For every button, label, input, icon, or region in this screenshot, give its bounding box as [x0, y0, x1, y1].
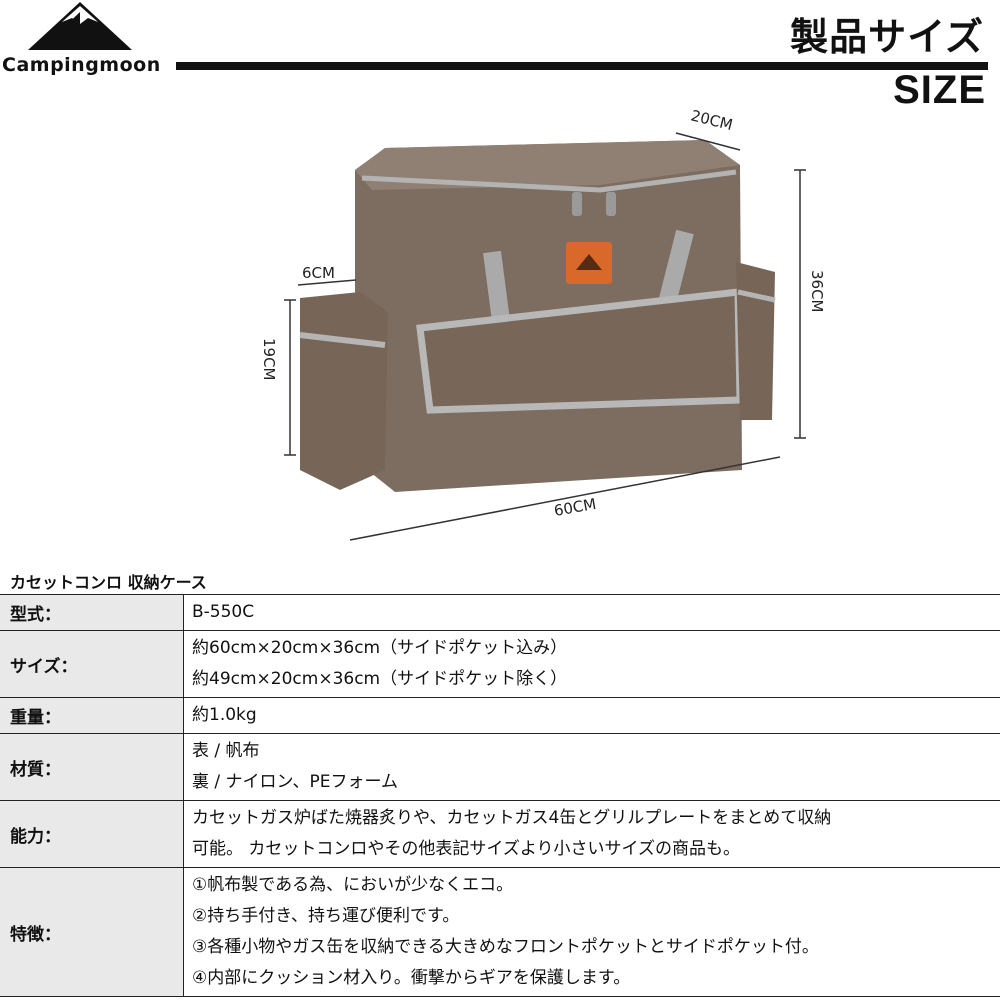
spec-value: B-550C [183, 594, 1000, 631]
dim-depth: 20CM [689, 106, 735, 134]
feature-item: ②持ち手付き、持ち運び便利です。 [192, 906, 460, 926]
page-title: 製品サイズ [790, 15, 984, 59]
capacity-line: カセットガス炉ばた焼器炙りや、カセットガス4缶とグリルプレートをまとめて収納 [192, 808, 832, 828]
spec-row-weight: 重量： 約1.0kg [0, 697, 1000, 734]
weight-value: 約1.0kg [192, 705, 257, 725]
capacity-line: 可能。 カセットコンロやその他表記サイズより小さいサイズの商品も。 [192, 839, 741, 859]
feature-item: ③各種小物やガス缶を収納できる大きめなフロントポケットとサイドポケット付。 [192, 937, 819, 957]
dim-pocket-height: 19CM [260, 338, 278, 381]
brand-name: Campingmoon [2, 54, 161, 76]
spec-value: 表 / 帆布 裏 / ナイロン、PEフォーム [183, 733, 1000, 801]
spec-label: 型式： [0, 594, 184, 631]
spec-row-material: 材質： 表 / 帆布 裏 / ナイロン、PEフォーム [0, 733, 1000, 801]
spec-value: カセットガス炉ばた焼器炙りや、カセットガス4缶とグリルプレートをまとめて収納 可… [183, 800, 1000, 868]
spec-label: 材質： [0, 733, 184, 801]
feature-item: ④内部にクッション材入り。衝撃からギアを保護します。 [192, 968, 631, 988]
spec-row-size: サイズ： 約60cm×20cm×36cm（サイドポケット込み） 約49cm×20… [0, 630, 1000, 698]
spec-label: 重量： [0, 697, 184, 734]
model-value: B-550C [192, 602, 255, 622]
spec-row-features: 特徴： ①帆布製である為、においが少なくエコ。 ②持ち手付き、持ち運び便利です。… [0, 867, 1000, 997]
bag-image [299, 140, 776, 492]
material-line: 裏 / ナイロン、PEフォーム [192, 772, 398, 792]
dim-pocket-width: 6CM [302, 264, 335, 282]
spec-label: 能力： [0, 800, 184, 868]
spec-table: 型式： B-550C サイズ： 約60cm×20cm×36cm（サイドポケット込… [0, 594, 1000, 997]
product-caption: カセットコンロ 収納ケース [10, 573, 207, 592]
spec-label: サイズ： [0, 630, 184, 698]
product-illustration: 20CM 36CM 6CM 19CM 60CM [260, 106, 826, 541]
spec-label: 特徴： [0, 867, 184, 997]
size-line: 約60cm×20cm×36cm（サイドポケット込み） [192, 638, 568, 658]
spec-value: 約60cm×20cm×36cm（サイドポケット込み） 約49cm×20cm×36… [183, 630, 1000, 698]
campingmoon-logo [28, 2, 132, 50]
header-rule [176, 62, 988, 70]
material-line: 表 / 帆布 [192, 741, 260, 761]
dim-width: 60CM [553, 495, 598, 520]
spec-value: ①帆布製である為、においが少なくエコ。 ②持ち手付き、持ち運び便利です。 ③各種… [183, 867, 1000, 997]
feature-item: ①帆布製である為、においが少なくエコ。 [192, 875, 514, 895]
page-subtitle: SIZE [893, 68, 986, 112]
spec-value: 約1.0kg [183, 697, 1000, 734]
spec-row-model: 型式： B-550C [0, 594, 1000, 631]
spec-row-capacity: 能力： カセットガス炉ばた焼器炙りや、カセットガス4缶とグリルプレートをまとめて… [0, 800, 1000, 868]
size-line: 約49cm×20cm×36cm（サイドポケット除く） [192, 669, 568, 689]
dim-height: 36CM [808, 270, 826, 313]
